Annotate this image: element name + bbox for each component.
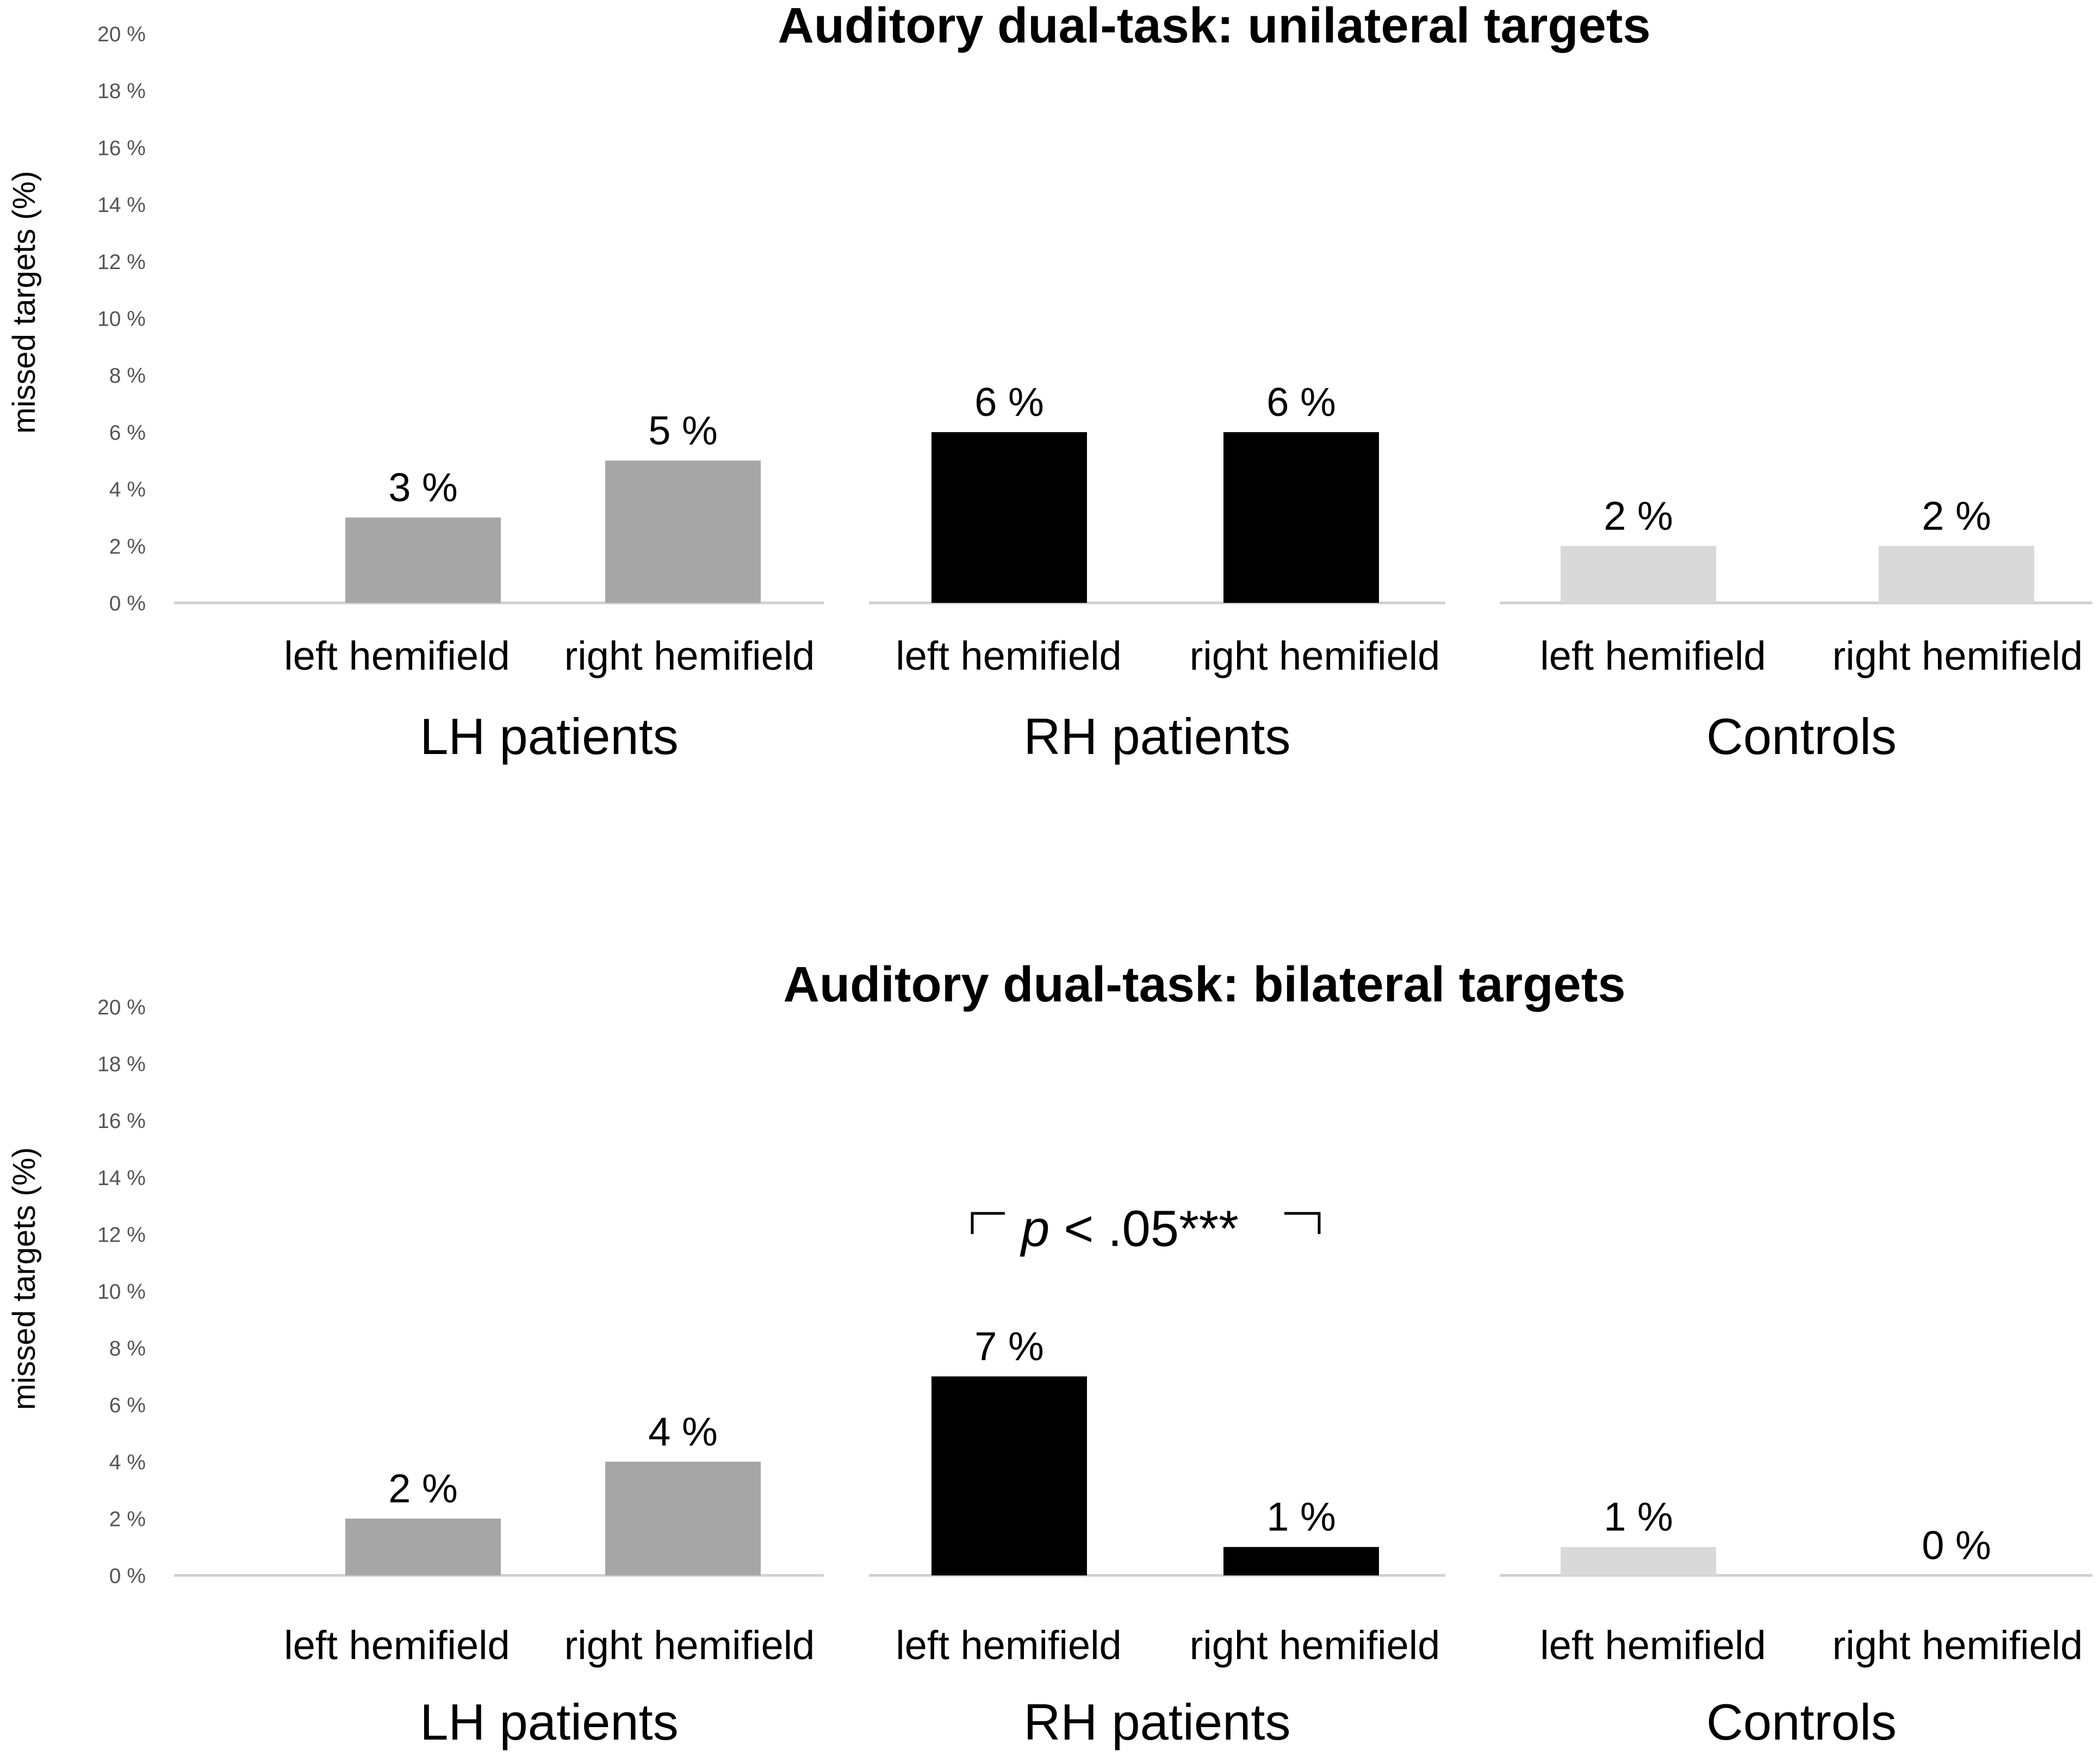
category-label: left hemifield <box>1540 633 1766 678</box>
group-label: LH patients <box>420 1693 679 1750</box>
y-axis-ticks: 0 % 2 % 4 % 6 % 8 % 10 % 12 % 14 % 16 % 18 % 20 % <box>97 996 146 1588</box>
category-label: left hemifield <box>284 1623 510 1668</box>
category-label: left hemifield <box>1540 1623 1766 1668</box>
y-axis-label: missed targets (%) <box>7 1147 42 1410</box>
y-axis-label: missed targets (%) <box>7 171 42 433</box>
y-tick-label: 2 % <box>109 1507 146 1531</box>
y-tick-label: 8 % <box>109 1337 146 1361</box>
group-label: LH patients <box>420 708 679 765</box>
significance-value: < .05*** <box>1049 1200 1239 1257</box>
y-tick-label: 2 % <box>109 535 146 558</box>
y-tick-label: 16 % <box>97 1110 146 1133</box>
bar <box>1879 546 2034 603</box>
bar <box>1561 1547 1716 1575</box>
category-label: right hemifield <box>564 1623 815 1668</box>
chart-title: Auditory dual-task: unilateral targets <box>778 0 1650 53</box>
bar <box>605 460 761 603</box>
data-label: 2 % <box>1604 493 1673 538</box>
group-labels: LH patients RH patients Controls <box>420 1693 1897 1750</box>
y-tick-label: 20 % <box>97 996 146 1019</box>
bar <box>345 517 501 603</box>
data-labels: 3 % 5 % 6 % 6 % 2 % 2 % <box>388 379 1991 538</box>
group-label: RH patients <box>1023 1693 1290 1750</box>
y-tick-label: 8 % <box>109 364 146 388</box>
data-label: 5 % <box>648 408 718 453</box>
bar <box>1223 1547 1379 1575</box>
group-label: RH patients <box>1023 708 1290 765</box>
category-label: left hemifield <box>284 633 510 678</box>
y-tick-label: 4 % <box>109 478 146 502</box>
bar <box>1561 546 1716 603</box>
y-tick-label: 6 % <box>109 421 146 445</box>
y-tick-label: 10 % <box>97 308 146 331</box>
y-tick-label: 4 % <box>109 1451 146 1474</box>
y-tick-label: 10 % <box>97 1280 146 1304</box>
bar <box>345 1518 501 1575</box>
bars <box>345 432 2034 603</box>
y-axis-ticks: 0 % 2 % 4 % 6 % 8 % 10 % 12 % 14 % 16 % 18 % 20 % <box>97 23 146 615</box>
bracket-right <box>1284 1212 1321 1234</box>
category-label: right hemifield <box>1190 1623 1440 1668</box>
data-label: 2 % <box>1922 493 1991 538</box>
group-labels: LH patients RH patients Controls <box>420 708 1897 765</box>
significance-annotation: p < .05*** <box>971 1200 1321 1257</box>
category-label: right hemifield <box>1832 633 2083 678</box>
data-label: 7 % <box>974 1324 1044 1369</box>
category-label: right hemifield <box>1832 1623 2083 1668</box>
y-tick-label: 6 % <box>109 1394 146 1417</box>
category-label: left hemifield <box>896 1623 1121 1668</box>
significance-p: p <box>1020 1200 1049 1257</box>
bar <box>931 432 1087 603</box>
y-tick-label: 18 % <box>97 1053 146 1076</box>
y-tick-label: 12 % <box>97 251 146 274</box>
bars <box>345 1376 1716 1575</box>
y-tick-label: 14 % <box>97 194 146 217</box>
data-label: 6 % <box>1266 379 1336 425</box>
category-labels: left hemifield right hemifield left hemifi… <box>284 633 2083 678</box>
bar <box>605 1461 761 1575</box>
data-labels: 2 % 4 % 7 % 1 % 1 % 0 % <box>388 1324 1991 1568</box>
y-tick-label: 14 % <box>97 1167 146 1190</box>
group-label: Controls <box>1706 1693 1897 1750</box>
data-label: 1 % <box>1604 1494 1673 1540</box>
significance-label: p < .05*** <box>1020 1200 1239 1257</box>
y-tick-label: 16 % <box>97 136 146 160</box>
data-label: 2 % <box>388 1466 458 1511</box>
category-labels: left hemifield right hemifield left hemifi… <box>284 1623 2083 1668</box>
data-label: 6 % <box>974 379 1044 425</box>
bracket-left <box>971 1212 1005 1234</box>
chart-panel-unilateral: Auditory dual-task: unilateral targets m… <box>7 0 2092 765</box>
y-tick-label: 0 % <box>109 1565 146 1588</box>
data-label: 3 % <box>388 465 458 510</box>
chart-panel-bilateral: Auditory dual-task: bilateral targets mi… <box>7 957 2092 1750</box>
y-tick-label: 0 % <box>109 592 146 615</box>
bar <box>1223 432 1379 603</box>
data-label: 1 % <box>1266 1494 1336 1540</box>
category-label: right hemifield <box>1190 633 1440 678</box>
group-label: Controls <box>1706 708 1897 765</box>
data-label: 0 % <box>1922 1523 1991 1568</box>
y-tick-label: 12 % <box>97 1223 146 1247</box>
data-label: 4 % <box>648 1409 718 1454</box>
bar <box>931 1376 1087 1575</box>
category-label: left hemifield <box>896 633 1121 678</box>
category-label: right hemifield <box>564 633 815 678</box>
y-tick-label: 20 % <box>97 23 146 46</box>
chart-title: Auditory dual-task: bilateral targets <box>784 957 1626 1012</box>
y-tick-label: 18 % <box>97 80 146 103</box>
